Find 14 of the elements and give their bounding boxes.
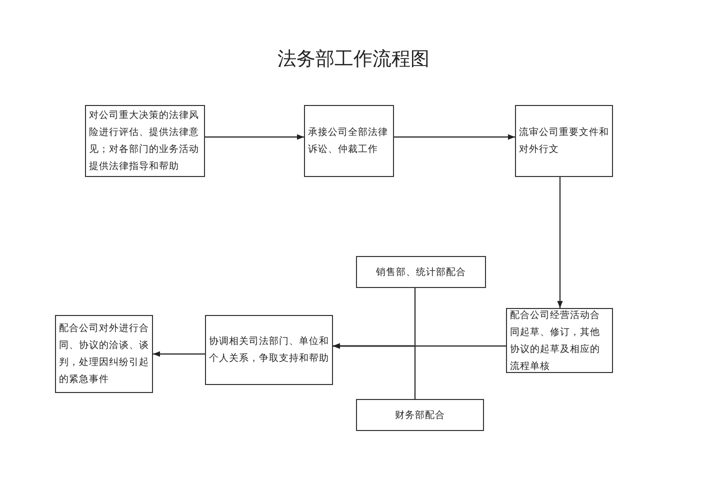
arrow bbox=[153, 351, 205, 357]
process-box: 协调相关司法部门、单位和个人关系，争取支持和帮助 bbox=[205, 315, 333, 385]
process-box: 配合公司经营活动合同起草、修订，其他协议的起草及相应的流程单核 bbox=[506, 308, 613, 373]
arrow bbox=[333, 343, 416, 399]
process-box: 配合公司对外进行合同、协议的洽谈、谈判，处理因纠纷引起的紧急事件 bbox=[55, 315, 153, 393]
arrow bbox=[557, 177, 563, 308]
diagram-title: 法务部工作流程图 bbox=[276, 47, 430, 72]
process-box: 流审公司重要文件和对外行文 bbox=[515, 105, 613, 177]
process-box: 对公司重大决策的法律风险进行评估、提供法律意见；对各部门的业务活动提供法律指导和帮助 bbox=[85, 105, 205, 177]
process-box: 承接公司全部法律诉讼、仲裁工作 bbox=[304, 105, 394, 177]
arrow bbox=[394, 134, 515, 140]
arrow bbox=[205, 134, 304, 140]
process-box: 销售部、统计部配合 bbox=[356, 256, 486, 288]
process-box: 财务部配合 bbox=[356, 399, 484, 431]
